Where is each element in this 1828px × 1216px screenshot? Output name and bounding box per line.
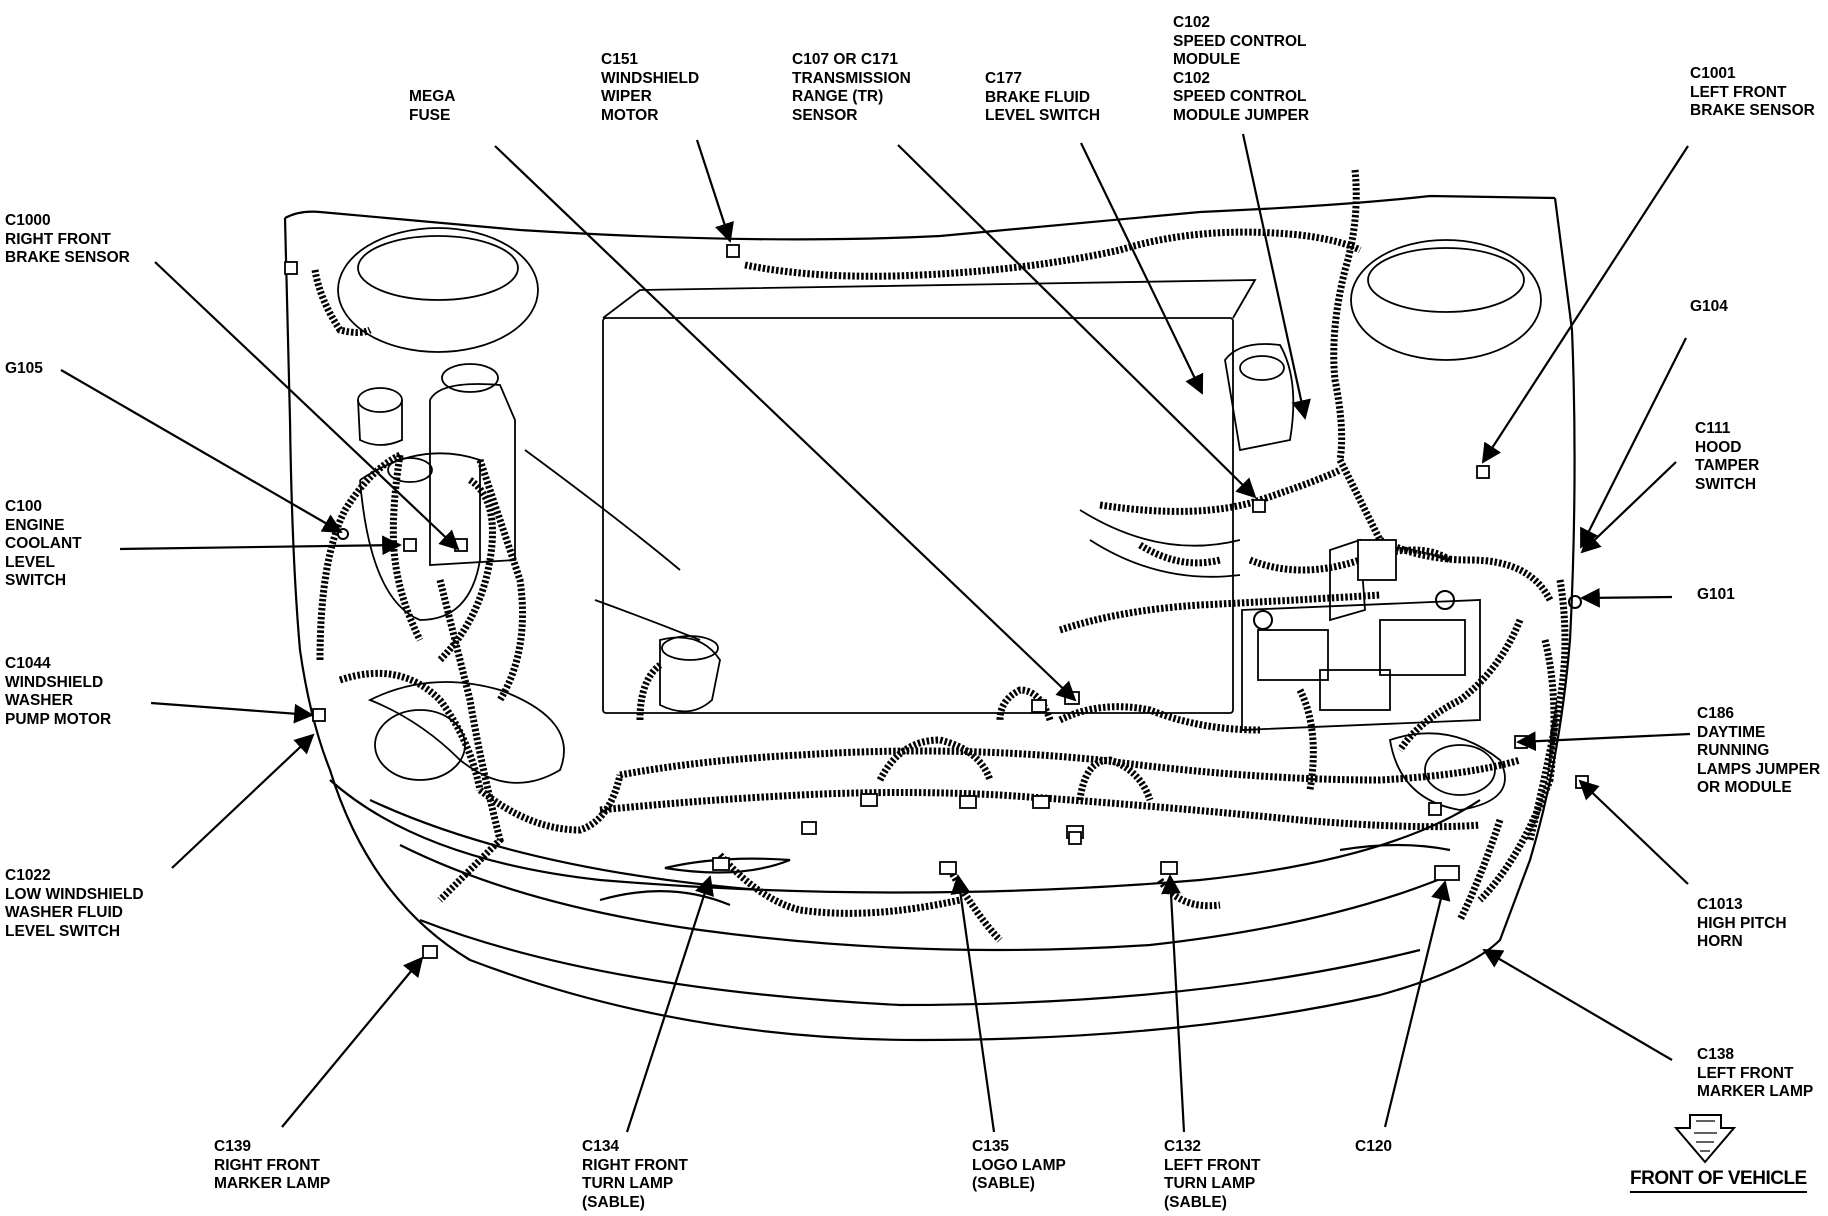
wiring-harness bbox=[311, 169, 1569, 943]
connector-blocks bbox=[284, 244, 1589, 959]
engine-bay-components bbox=[337, 227, 1542, 811]
vehicle-body-outline bbox=[283, 194, 1576, 1042]
ground-terminals bbox=[337, 528, 1582, 630]
label-g104: G104 bbox=[1690, 298, 1728, 315]
front-of-vehicle-arrow bbox=[1673, 1114, 1737, 1164]
label-c120: C120 bbox=[1355, 1138, 1393, 1155]
label-g105: G105 bbox=[5, 360, 43, 377]
label-g101: G101 bbox=[1697, 586, 1735, 603]
callout-leader-lines bbox=[60, 133, 1691, 1133]
front-of-vehicle-label: FRONT OF VEHICLE bbox=[1630, 1168, 1807, 1193]
